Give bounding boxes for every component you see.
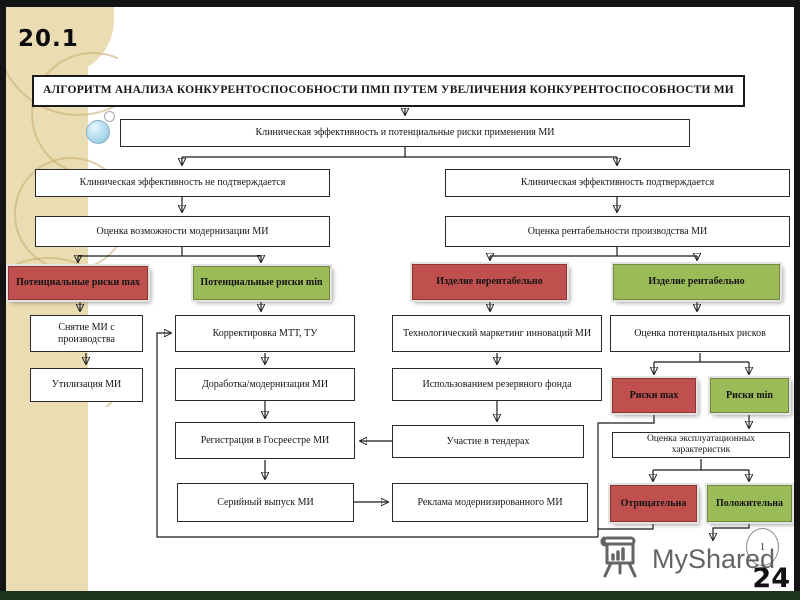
- flow-node-removal: Снятие МИ с производства: [30, 315, 143, 352]
- flow-node-modernization: Оценка возможности модернизации МИ: [35, 216, 330, 247]
- section-number-label: 20.1: [18, 26, 79, 52]
- flow-node-serial-production: Серийный выпуск МИ: [177, 483, 354, 522]
- flow-node-profitability: Оценка рентабельности производства МИ: [445, 216, 790, 247]
- flow-node-tenders: Участие в тендерах: [392, 425, 584, 458]
- flow-node-positive: Положительна: [707, 485, 792, 522]
- flow-node-operational-assess: Оценка эксплуатационных характеристик: [612, 432, 790, 458]
- flow-node-clinical: Клиническая эффективность и потенциальны…: [120, 119, 690, 147]
- watermark: MyShared: [598, 535, 775, 584]
- flow-node-negative: Отрицательна: [610, 485, 697, 522]
- flow-node-tech-marketing: Технологический маркетинг инноваций МИ: [392, 315, 602, 352]
- flow-node-risk-max: Риски max: [612, 378, 696, 413]
- flow-node-utilization: Утилизация МИ: [30, 368, 143, 402]
- flow-node-correction: Корректировка МТТ, ТУ: [175, 315, 355, 352]
- flow-node-profitable: Изделие рентабельно: [613, 264, 780, 300]
- glass-bubble-ornament: [86, 120, 110, 144]
- page-number: 24: [752, 563, 790, 594]
- flow-node-unprofitable: Изделие нерентабельно: [412, 264, 567, 300]
- slide-frame-bottom: [0, 591, 800, 600]
- slide-frame-left: [0, 0, 6, 600]
- flow-node-title: АЛГОРИТМ АНАЛИЗА КОНКУРЕНТОСПОСОБНОСТИ П…: [32, 75, 745, 107]
- myshared-logo-icon: [598, 535, 646, 584]
- flow-node-risk-min: Риски min: [710, 378, 789, 413]
- offpage-connector-badge: 1: [746, 528, 779, 566]
- small-ring-ornament: [104, 111, 115, 122]
- flow-node-confirmed: Клиническая эффективность подтверждается: [445, 169, 790, 197]
- slide-frame-top: [0, 0, 800, 7]
- watermark-label: MyShared: [652, 544, 776, 574]
- flow-node-advertising: Реклама модернизированного МИ: [392, 483, 588, 522]
- flow-node-pot-risk-min: Потенциальные риски min: [193, 266, 330, 300]
- flow-node-pot-risk-assess: Оценка потенциальных рисков: [610, 315, 790, 352]
- slide-frame-right: [794, 0, 800, 600]
- flow-node-registration: Регистрация в Госреестре МИ: [175, 422, 355, 459]
- flow-node-not-confirmed: Клиническая эффективность не подтверждае…: [35, 169, 330, 197]
- flow-node-pot-risk-max: Потенциальные риски max: [8, 266, 148, 300]
- flow-node-reserve-fund: Использованием резервного фонда: [392, 368, 602, 401]
- circle-ornament: [6, 257, 118, 407]
- flow-node-rework: Доработка/модернизация МИ: [175, 368, 355, 401]
